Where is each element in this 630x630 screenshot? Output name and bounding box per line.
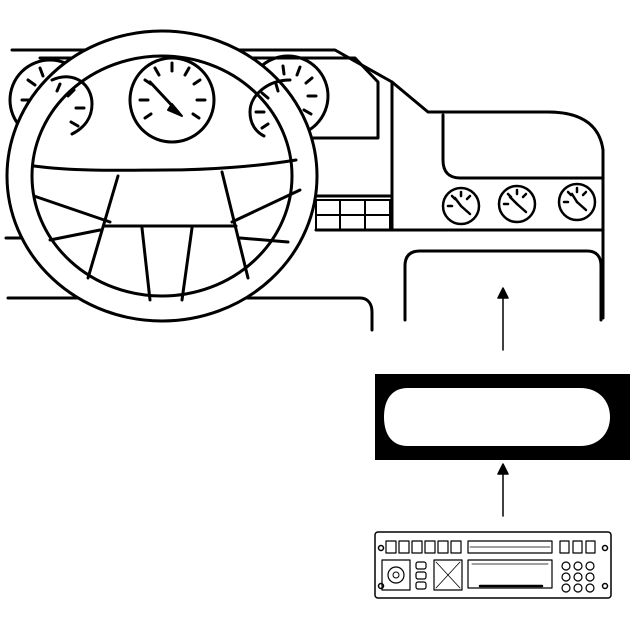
lower-dash-panel [6,296,374,332]
gauge-icon [441,186,481,226]
steering-wheel-spokes [32,158,302,302]
dashboard-outline [10,48,605,320]
arrow-up-icon [497,287,509,351]
radio-volume-knob [387,566,405,584]
gauge-icon [557,182,597,222]
gauge-icon [128,56,216,144]
radio-keypad [561,561,595,593]
radio-slot [403,249,603,322]
radio-cassette-slot [467,559,553,589]
center-upper-panel [441,113,605,180]
radio-icon [374,531,612,599]
console-gauges [441,182,597,226]
gauge-icon [497,184,537,224]
gauges-through-wheel [50,56,292,144]
arrow-up-icon [497,463,509,517]
radio-display [467,540,553,554]
radio-preset-buttons [385,540,462,554]
steering-wheel-rim-inner [30,54,294,298]
switch-panel [315,199,391,231]
mounting-frame-icon [375,374,630,460]
